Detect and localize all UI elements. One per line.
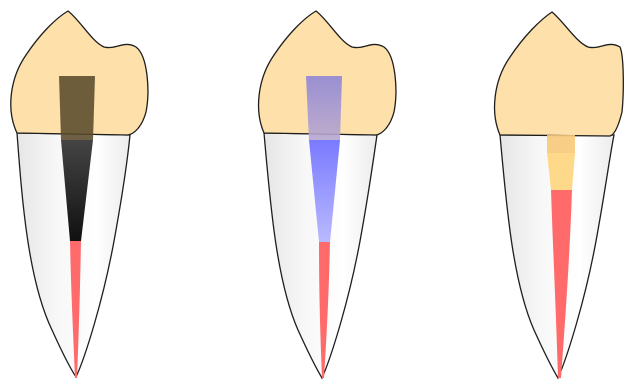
root-filling bbox=[547, 153, 575, 190]
tooth-dark-filling bbox=[11, 11, 148, 378]
tooth-blue-filling bbox=[259, 11, 396, 378]
crown-filling bbox=[547, 135, 575, 153]
crown-filling bbox=[59, 76, 95, 140]
crown-shape bbox=[495, 12, 624, 136]
crown-filling bbox=[306, 76, 342, 140]
tooth-yellow-filling bbox=[495, 12, 624, 378]
